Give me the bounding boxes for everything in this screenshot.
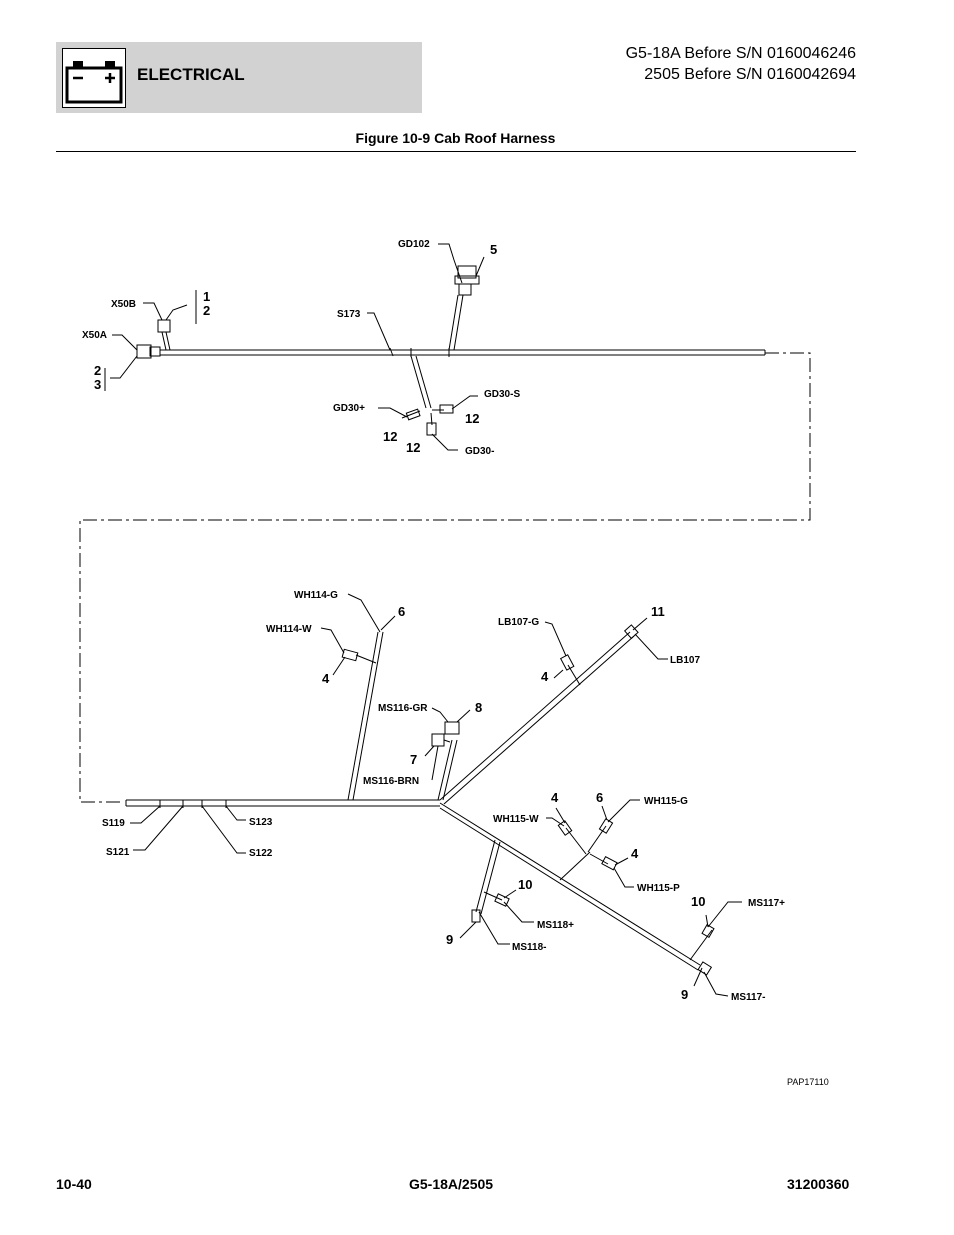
section-title: ELECTRICAL	[137, 65, 245, 84]
callout-10-ms118: 10	[518, 877, 532, 892]
gd30-branch	[378, 355, 478, 451]
callout-11: 11	[651, 604, 665, 619]
model-applicability: G5-18A Before S/N 0160046246 2505 Before…	[626, 43, 856, 85]
wh114-branch	[320, 593, 396, 801]
callout-9-ms117: 9	[681, 987, 688, 1002]
label-s123: S123	[249, 817, 273, 828]
wh115-branch	[546, 799, 640, 888]
callout-3: 3	[94, 377, 101, 392]
label-wh114-g: WH114-G	[294, 590, 338, 601]
footer-doc-number: 31200360	[787, 1176, 850, 1192]
callout-9-ms118: 9	[446, 932, 453, 947]
label-gd102: GD102	[398, 239, 430, 250]
ms117-run	[439, 802, 742, 997]
callout-6-lower: 6	[596, 790, 603, 805]
label-ms118-minus: MS118-	[512, 942, 546, 953]
lb107-branch	[439, 617, 668, 805]
label-s122: S122	[249, 848, 273, 859]
ms116-branch	[424, 707, 471, 801]
section-header-box: ELECTRICAL	[56, 42, 422, 113]
battery-icon	[62, 48, 126, 108]
figure-title: Figure 10-9 Cab Roof Harness	[355, 130, 556, 146]
callout-12-bottom: 12	[406, 440, 420, 455]
footer-model: G5-18A/2505	[409, 1176, 494, 1192]
continuation-path	[79, 352, 811, 803]
ms118-branch	[459, 839, 534, 945]
label-gd30-s: GD30-S	[484, 389, 520, 400]
label-ms117-plus: MS117+	[748, 898, 785, 909]
label-wh115-p: WH115-P	[637, 883, 680, 894]
callout-12-right: 12	[465, 411, 479, 426]
label-wh115-w: WH115-W	[493, 814, 539, 825]
callout-7: 7	[410, 752, 417, 767]
label-ms116-gr: MS116-GR	[378, 703, 428, 714]
label-s173: S173	[337, 309, 361, 320]
lower-trunk	[125, 799, 440, 854]
label-wh115-g: WH115-G	[644, 796, 688, 807]
callout-1: 1	[203, 289, 210, 304]
x50-connectors	[104, 290, 197, 391]
callout-4-lb107: 4	[541, 669, 549, 684]
label-ms117-minus: MS117-	[731, 992, 765, 1003]
callout-5: 5	[490, 242, 497, 257]
callout-8: 8	[475, 700, 482, 715]
label-s121: S121	[106, 847, 130, 858]
gd102-branch	[438, 243, 485, 351]
s173-leader	[367, 312, 391, 351]
upper-trunk	[170, 347, 766, 357]
header-divider	[56, 151, 856, 152]
callout-4-wh114: 4	[322, 671, 330, 686]
label-x50a: X50A	[82, 330, 107, 341]
label-ms118-plus: MS118+	[537, 920, 574, 931]
figure-reference: PAP17110	[787, 1077, 829, 1087]
label-lb107-g: LB107-G	[498, 617, 539, 628]
callout-6-upper: 6	[398, 604, 405, 619]
label-lb107: LB107	[670, 655, 700, 666]
label-wh114-w: WH114-W	[266, 624, 312, 635]
callout-10-ms117: 10	[691, 894, 705, 909]
page-number: 10-40	[56, 1176, 92, 1192]
callout-2-lower: 2	[94, 363, 101, 378]
label-x50b: X50B	[111, 299, 136, 310]
model-line-1: G5-18A Before S/N 0160046246	[625, 45, 856, 62]
callout-2-upper: 2	[203, 303, 210, 318]
label-s119: S119	[102, 818, 125, 829]
callout-4-wh115-w: 4	[551, 790, 559, 805]
label-gd30-plus: GD30+	[333, 403, 365, 414]
component-labels: GD102 X50B X50A S173 GD30+ GD30-S GD30- …	[82, 239, 785, 1003]
callout-numbers: 5 1 2 2 3 12 12 12 6 4 4 11 8 7 4 6 4 10…	[94, 242, 705, 1002]
callout-12-left: 12	[383, 429, 397, 444]
callout-4-wh115-p: 4	[631, 846, 639, 861]
label-ms116-brn: MS116-BRN	[363, 776, 419, 787]
label-gd30-minus: GD30-	[465, 446, 494, 457]
model-line-2: 2505 Before S/N 0160042694	[644, 66, 856, 83]
